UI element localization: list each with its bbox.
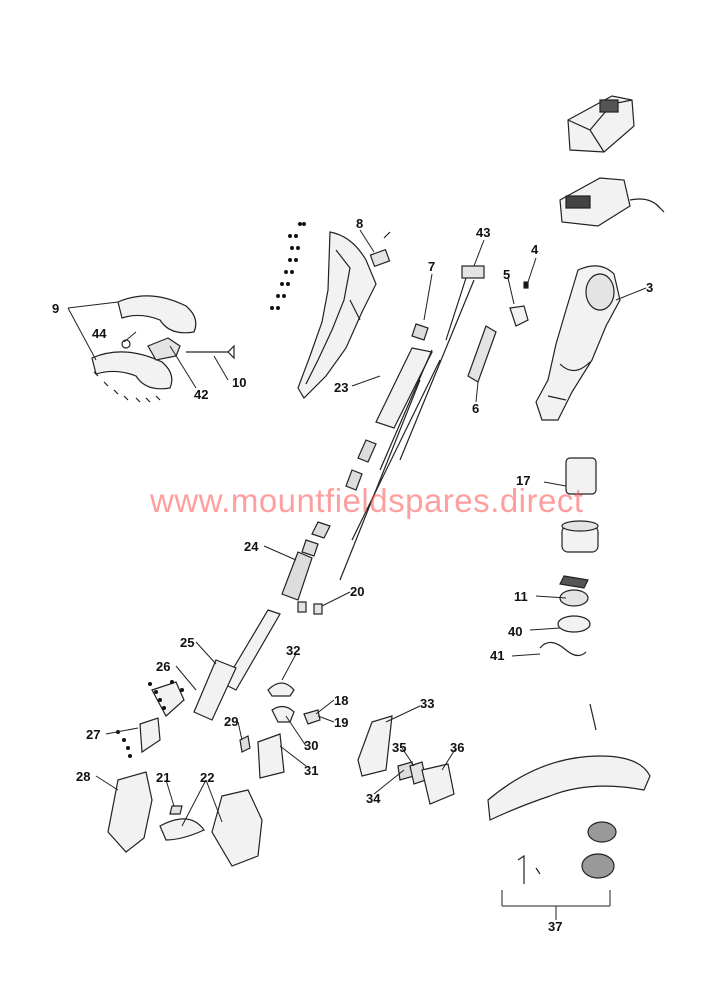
motor xyxy=(561,457,599,553)
handle-screws xyxy=(93,371,161,403)
cap-31 xyxy=(257,733,285,779)
spool xyxy=(539,575,591,657)
screws xyxy=(270,222,306,310)
callout-17: 17 xyxy=(516,473,531,488)
callout-25: 25 xyxy=(180,635,195,650)
main-shaft xyxy=(193,323,433,721)
callout-28: 28 xyxy=(76,769,91,784)
callout-8: 8 xyxy=(356,216,364,231)
callout-37: 37 xyxy=(548,919,563,934)
callout-6: 6 xyxy=(472,401,480,416)
callout-30: 30 xyxy=(304,738,319,753)
charger xyxy=(559,177,665,227)
callout-10: 10 xyxy=(232,375,247,390)
front-handle xyxy=(91,295,197,390)
callout-42: 42 xyxy=(194,387,209,402)
switch-plate xyxy=(369,248,391,268)
callout-43: 43 xyxy=(476,225,491,240)
callout-21: 21 xyxy=(156,770,171,785)
callout-33: 33 xyxy=(420,696,435,711)
callout-24: 24 xyxy=(244,539,259,554)
callout-31: 31 xyxy=(304,763,319,778)
motor-housing-right xyxy=(535,265,621,421)
head-cover-33 xyxy=(357,715,393,777)
spring-29 xyxy=(239,735,251,753)
callout-44: 44 xyxy=(92,326,107,341)
lower-clip-26 xyxy=(151,681,185,717)
watermark-text: www.mountfieldspares.direct xyxy=(150,482,584,519)
clamp-ring-22 xyxy=(159,818,205,841)
callout-19: 19 xyxy=(334,715,349,730)
callout-27: 27 xyxy=(86,727,101,742)
callout-40: 40 xyxy=(508,624,523,639)
callout-5: 5 xyxy=(503,267,511,282)
callout-3: 3 xyxy=(646,280,654,295)
callout-32: 32 xyxy=(286,643,301,658)
handle-housing-left xyxy=(297,231,377,399)
button-30 xyxy=(271,705,295,723)
battery-pack xyxy=(567,95,635,153)
catch-18-19 xyxy=(303,709,321,725)
handle-knob xyxy=(121,339,131,349)
guard-assembly xyxy=(487,703,651,884)
spring-part-4 xyxy=(523,281,529,289)
guard-body-rear xyxy=(211,789,263,867)
callout-34: 34 xyxy=(366,791,381,806)
handle-clamp xyxy=(147,337,181,361)
callout-7: 7 xyxy=(428,259,436,274)
terminal-block xyxy=(461,265,485,279)
callout-29: 29 xyxy=(224,714,239,729)
callout-26: 26 xyxy=(156,659,171,674)
wires xyxy=(339,277,475,581)
screws-lower xyxy=(116,680,184,758)
callout-4: 4 xyxy=(531,242,539,257)
handle-bolt xyxy=(186,344,235,360)
trigger xyxy=(509,305,529,327)
callout-18: 18 xyxy=(334,693,349,708)
callout-9: 9 xyxy=(52,301,60,316)
head-36 xyxy=(421,763,455,805)
callout-23: 23 xyxy=(334,380,349,395)
callout-11: 11 xyxy=(514,589,528,604)
switch-lever xyxy=(467,325,497,383)
callout-22: 22 xyxy=(200,770,215,785)
callout-41: 41 xyxy=(490,648,505,663)
sleeves-20 xyxy=(297,601,323,615)
housing-28 xyxy=(107,771,153,853)
callout-20: 20 xyxy=(350,584,365,599)
cover-32 xyxy=(267,682,295,697)
cover-27 xyxy=(139,717,161,754)
callout-35: 35 xyxy=(392,740,407,755)
leader-lines xyxy=(67,229,647,920)
collar-21 xyxy=(169,805,183,815)
callout-36: 36 xyxy=(450,740,465,755)
